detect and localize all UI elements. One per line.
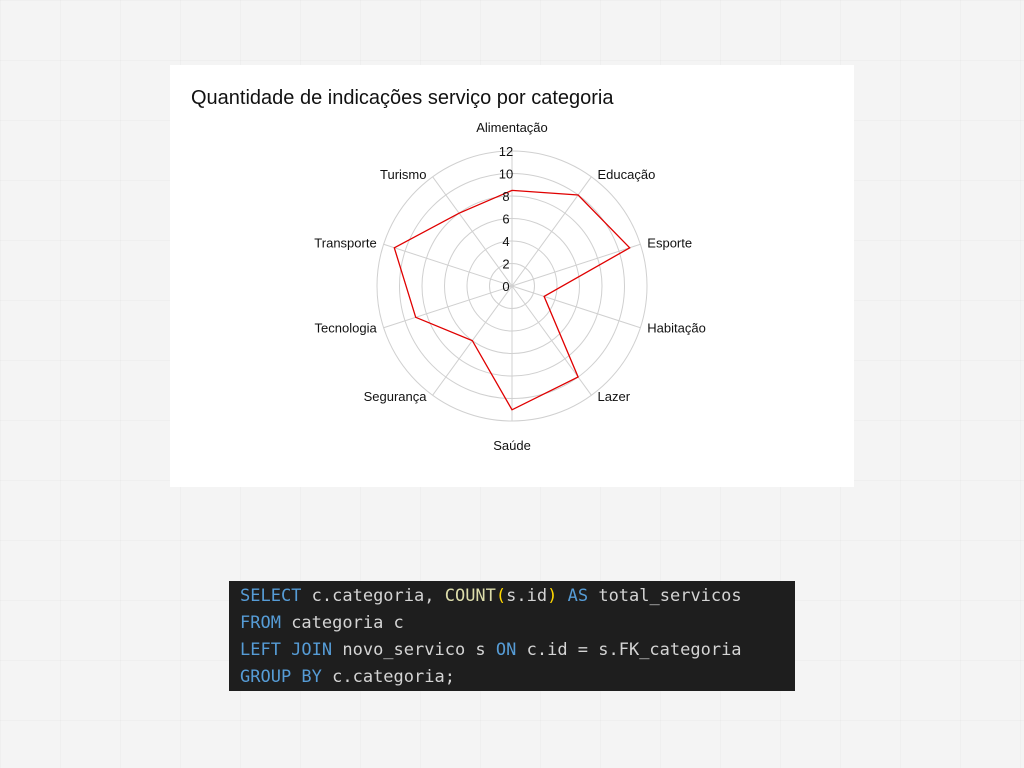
category-label-8: Transporte (314, 236, 376, 251)
grid-spoke-9 (432, 176, 513, 287)
r-tick-label-6: 6 (502, 212, 509, 227)
r-tick-label-12: 12 (499, 144, 513, 159)
category-label-6: Segurança (364, 389, 428, 404)
category-label-4: Lazer (598, 389, 631, 404)
category-label-2: Esporte (647, 236, 692, 251)
r-tick-label-8: 8 (502, 189, 509, 204)
code-token (557, 586, 567, 606)
code-token: total_servicos (588, 586, 742, 606)
category-label-3: Habitação (647, 320, 706, 335)
code-token: ON (495, 640, 517, 660)
series-line-0 (393, 189, 631, 411)
code-token: s.id (506, 586, 548, 606)
code-token: AS (567, 586, 589, 606)
category-label-7: Tecnologia (315, 320, 378, 335)
r-tick-label-10: 10 (499, 167, 513, 182)
grid-spoke-4 (511, 285, 592, 396)
grid-spoke-3 (511, 285, 641, 329)
code-token: c.id = s.FK_categoria (516, 640, 742, 660)
grid-spoke-2 (511, 243, 641, 287)
code-line-1: SELECT c.categoria, COUNT(s.id) AS total… (240, 583, 795, 610)
code-line-3: LEFT JOIN novo_servico s ON c.id = s.FK_… (240, 637, 795, 664)
r-tick-label-2: 2 (502, 257, 509, 272)
sql-code-block: SELECT c.categoria, COUNT(s.id) AS total… (229, 581, 795, 691)
radar-chart-card: Quantidade de indicações serviço por cat… (170, 65, 854, 487)
category-label-9: Turismo (380, 167, 426, 182)
grid-spoke-8 (383, 243, 513, 287)
r-tick-label-4: 4 (502, 234, 509, 249)
code-token: c.categoria; (321, 667, 455, 687)
r-tick-label-0: 0 (502, 279, 509, 294)
code-token: SELECT (240, 586, 302, 606)
code-token: LEFT JOIN (240, 640, 333, 660)
category-label-5: Saúde (493, 438, 531, 453)
code-token: c.categoria, (301, 586, 445, 606)
code-token: ( (495, 586, 507, 606)
radar-chart: 0 2 4 6 8 10 12 AlimentaçãoEducaçãoEsporteHabit… (314, 120, 706, 453)
category-label-0: Alimentação (476, 120, 548, 135)
code-line-4: GROUP BY c.categoria; (240, 664, 795, 691)
code-token: FROM (240, 613, 281, 633)
code-token: novo_servico s (332, 640, 496, 660)
code-token: ) (547, 586, 558, 606)
code-line-2: FROM categoria c (240, 610, 795, 637)
chart-title: Quantidade de indicações serviço por cat… (191, 87, 614, 109)
category-label-1: Educação (598, 167, 656, 182)
code-token: GROUP BY (240, 667, 322, 687)
code-token: categoria c (280, 613, 404, 633)
code-token: COUNT (444, 586, 496, 606)
grid-spoke-7 (383, 285, 513, 329)
